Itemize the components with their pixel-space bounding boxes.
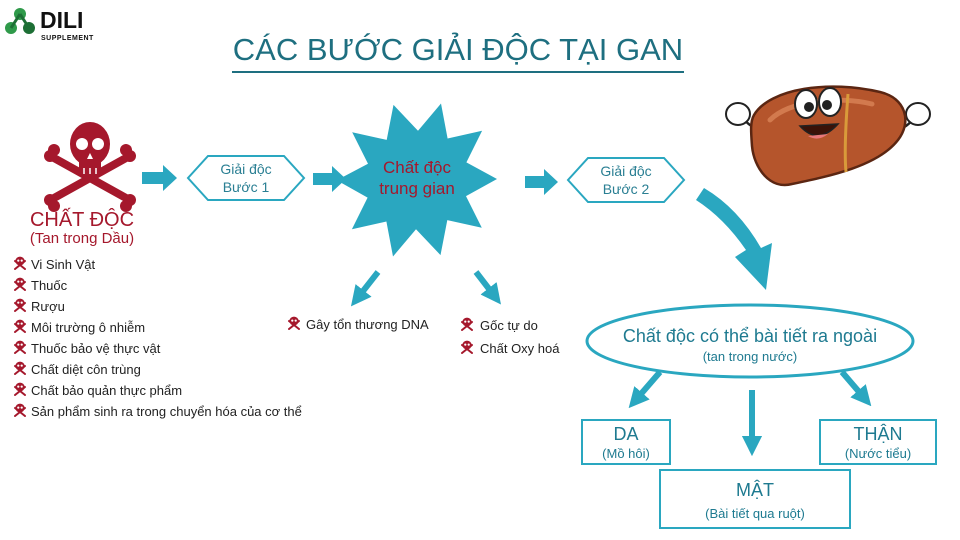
svg-text:Chất bảo quản thực phẩm: Chất bảo quản thực phẩm [31, 383, 182, 398]
svg-text:DA: DA [613, 424, 638, 444]
svg-text:Gây tổn thương DNA: Gây tổn thương DNA [306, 317, 429, 332]
small-skull-icon [14, 381, 26, 396]
svg-text:MẬT: MẬT [736, 480, 774, 500]
svg-text:THẬN: THẬN [854, 424, 903, 444]
svg-text:Môi trường ô nhiễm: Môi trường ô nhiễm [31, 320, 145, 335]
list-item: Chất Oxy hoá [461, 339, 560, 356]
svg-text:Bước 1: Bước 1 [223, 179, 270, 195]
toxin-sublabel: (Tan trong Dầu) [30, 230, 134, 247]
liver-mascot-icon [725, 85, 931, 187]
svg-text:Rượu: Rượu [31, 299, 65, 314]
list-item: Môi trường ô nhiễm [14, 318, 145, 335]
svg-text:trung gian: trung gian [379, 179, 455, 198]
arrow-to-step1 [142, 165, 177, 191]
svg-text:Giải độc: Giải độc [220, 161, 271, 177]
svg-text:Vi Sinh Vật: Vi Sinh Vật [31, 257, 95, 272]
small-skull-icon [14, 297, 26, 312]
small-skull-icon [14, 339, 26, 354]
arrow-to-dna-damage [350, 270, 381, 307]
svg-text:Thuốc: Thuốc [31, 278, 68, 293]
list-item: Rượu [14, 297, 65, 314]
intermediate-starburst: Chất độc trung gian [336, 103, 497, 257]
molecule-icon [5, 8, 35, 34]
small-skull-icon [14, 276, 26, 291]
list-item: Vi Sinh Vật [14, 255, 95, 272]
arrow-to-kidney [839, 370, 872, 407]
skull-crossbones-icon [44, 122, 136, 212]
svg-text:Sản phẩm sinh ra trong chuyển: Sản phẩm sinh ra trong chuyển hóa của cơ… [31, 404, 302, 419]
small-skull-icon [461, 339, 473, 354]
small-skull-icon [14, 360, 26, 375]
svg-text:Chất độc: Chất độc [383, 158, 452, 177]
svg-text:Chất diệt côn trùng: Chất diệt côn trùng [31, 362, 141, 377]
small-skull-icon [14, 402, 26, 417]
step1-box: Giải độc Bước 1 [186, 155, 306, 201]
step2-box: Giải độc Bước 2 [566, 157, 686, 203]
svg-text:Giải độc: Giải độc [600, 163, 651, 179]
svg-text:Bước 2: Bước 2 [603, 181, 650, 197]
arrow-to-radicals [473, 270, 501, 305]
output-skin-box: DA (Mồ hôi) [581, 419, 671, 465]
arrow-to-step2 [525, 169, 558, 195]
list-item: Gốc tự do [461, 316, 538, 333]
svg-text:(tan trong nước): (tan trong nước) [703, 349, 798, 364]
arrow-to-intermediate [313, 166, 346, 192]
toxin-label: CHẤT ĐỘC [30, 208, 134, 231]
svg-text:Chất Oxy hoá: Chất Oxy hoá [480, 341, 560, 356]
page-title: CÁC BƯỚC GIẢI ĐỘC TẠI GAN [233, 32, 683, 67]
small-skull-icon [461, 316, 473, 331]
output-bile-box: MẬT (Bài tiết qua ruột) [659, 469, 851, 529]
excretable-oval: Chất độc có thể bài tiết ra ngoài (tan t… [585, 303, 915, 379]
list-item: Chất bảo quản thực phẩm [14, 381, 182, 398]
arrow-to-excretable [696, 188, 772, 290]
small-skull-icon [288, 315, 300, 330]
svg-text:(Bài tiết qua ruột): (Bài tiết qua ruột) [705, 506, 805, 521]
list-item: Chất diệt côn trùng [14, 360, 141, 377]
svg-text:(Nước tiểu): (Nước tiểu) [845, 446, 911, 461]
logo-tagline: SUPPLEMENT [41, 35, 94, 42]
small-skull-icon [14, 318, 26, 333]
output-kidney-box: THẬN (Nước tiểu) [819, 419, 937, 465]
list-item: Thuốc bảo vệ thực vật [14, 339, 161, 356]
list-item: Thuốc [14, 276, 68, 293]
arrow-to-skin [628, 370, 663, 409]
svg-text:(Mồ hôi): (Mồ hôi) [602, 446, 650, 461]
small-skull-icon [14, 255, 26, 270]
dna-damage-item: Gây tổn thương DNA [288, 315, 429, 332]
list-item: Sản phẩm sinh ra trong chuyển hóa của cơ… [14, 402, 302, 419]
logo-name: DILI [40, 7, 83, 33]
svg-text:Chất độc có thể bài tiết ra ng: Chất độc có thể bài tiết ra ngoài [623, 326, 877, 346]
svg-text:Thuốc bảo vệ thực vật: Thuốc bảo vệ thực vật [31, 341, 161, 356]
toxin-sources-list: Vi Sinh Vật Thuốc Rượu Môi trường ô nhiễ… [14, 255, 302, 419]
radicals-list: Gốc tự do Chất Oxy hoá [461, 316, 560, 356]
svg-text:Gốc tự do: Gốc tự do [480, 318, 538, 333]
logo: DILI SUPPLEMENT [5, 7, 94, 42]
